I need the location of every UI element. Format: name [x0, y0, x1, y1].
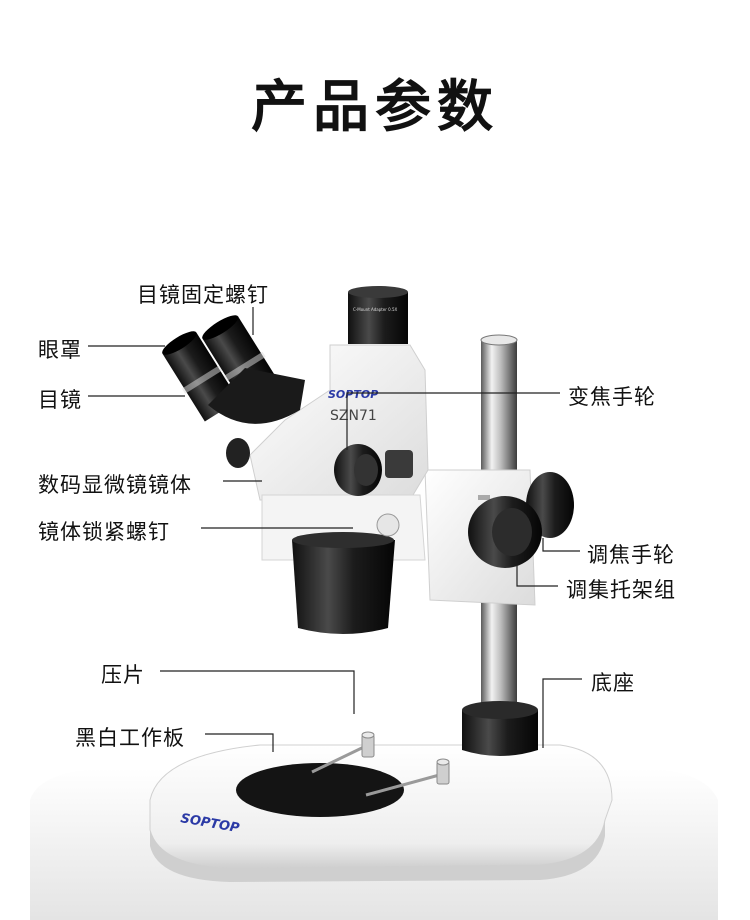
label-digital-body: 数码显微镜镜体	[38, 473, 192, 497]
base: SOPTOP	[149, 744, 613, 882]
label-eyepiece-screw: 目镜固定螺钉	[137, 283, 269, 307]
label-zoom-knob: 变焦手轮	[568, 385, 656, 409]
label-focus-knob: 调焦手轮	[587, 543, 675, 567]
microscope-body: SOPTOP SZN71 C-Mount Adapter 0.5X	[249, 286, 429, 634]
label-base: 底座	[591, 671, 635, 695]
work-plate	[236, 763, 404, 817]
label-clip: 压片	[101, 663, 145, 687]
adapter-text: C-Mount Adapter 0.5X	[353, 307, 398, 312]
label-body-lock-screw: 镜体锁紧螺钉	[38, 520, 170, 544]
stage-clips	[311, 731, 450, 797]
label-eyepiece: 目镜	[38, 388, 82, 412]
label-eyecup: 眼罩	[38, 338, 82, 362]
leader-lines	[88, 307, 582, 752]
eyepieces	[162, 315, 305, 424]
label-focus-bracket: 调集托架组	[566, 578, 676, 602]
body-model: SZN71	[330, 408, 377, 424]
zoom-knobs	[226, 438, 413, 496]
page-title: 产品参数	[251, 75, 499, 140]
focus-knobs	[468, 472, 574, 568]
label-plate: 黑白工作板	[75, 726, 185, 750]
body-brand: SOPTOP	[328, 388, 378, 401]
